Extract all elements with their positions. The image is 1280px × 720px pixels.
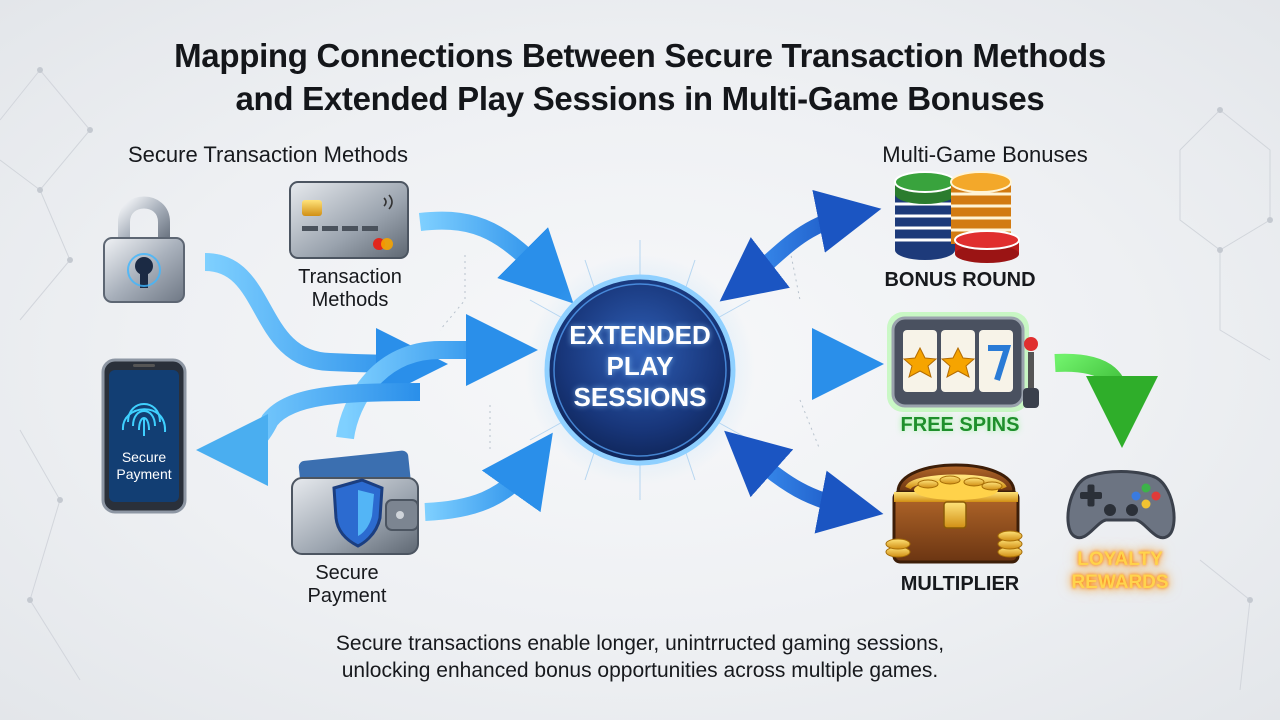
loyalty-line-2: REWARDS bbox=[1071, 572, 1169, 593]
bonus-round-label: BONUS ROUND bbox=[884, 269, 1036, 291]
secure-payment-line-2: Payment bbox=[307, 585, 387, 607]
slot-machine-icon bbox=[887, 312, 1039, 412]
hub-circle bbox=[525, 255, 755, 485]
secure-payment-label: Secure Payment bbox=[272, 562, 422, 608]
arrow-wallet-to-hub bbox=[336, 314, 538, 440]
gamepad-icon bbox=[1066, 470, 1176, 540]
transaction-methods-line-1: Transaction bbox=[298, 266, 402, 288]
arrow-hub-multiplier bbox=[724, 430, 884, 534]
phone-label: Secure Payment bbox=[103, 449, 185, 483]
phone-label-line-2: Payment bbox=[116, 466, 172, 482]
arrow-hub-to-phone bbox=[196, 383, 421, 486]
arrow-free-spins-loyalty bbox=[1054, 353, 1158, 448]
hub-label: EXTENDED PLAY SESSIONS bbox=[545, 320, 735, 413]
phone-label-line-1: Secure bbox=[121, 449, 167, 465]
left-section-heading: Secure Transaction Methods bbox=[127, 142, 409, 167]
arrow-hub-bonus-round bbox=[719, 189, 882, 302]
hub-line-2: PLAY bbox=[606, 351, 674, 381]
footer-line-1: Secure transactions enable longer, unint… bbox=[335, 632, 945, 655]
page-title: Mapping Connections Between Secure Trans… bbox=[40, 34, 1240, 120]
hub-line-1: EXTENDED bbox=[569, 320, 711, 350]
treasure-chest-icon bbox=[885, 463, 1023, 564]
arrow-card-to-hub bbox=[418, 211, 574, 304]
smartphone-fingerprint-icon bbox=[101, 358, 187, 514]
transaction-methods-label: Transaction Methods bbox=[270, 266, 430, 312]
right-section-heading: Multi-Game Bonuses bbox=[882, 142, 1088, 167]
padlock-icon bbox=[103, 196, 185, 303]
title-line-2: and Extended Play Sessions in Multi-Game… bbox=[235, 80, 1045, 117]
poker-chips-icon bbox=[894, 171, 1020, 263]
secure-payment-line-1: Secure bbox=[315, 562, 379, 584]
loyalty-line-1: LOYALTY bbox=[1077, 549, 1163, 570]
footer-line-2: unlocking enhanced bonus opportunities a… bbox=[341, 659, 939, 682]
free-spins-label: FREE SPINS bbox=[900, 414, 1020, 436]
loyalty-rewards-label: LOYALTY REWARDS bbox=[1050, 548, 1190, 594]
arrow-wallet-lower-to-hub bbox=[424, 432, 553, 521]
multiplier-label: MULTIPLIER bbox=[900, 573, 1020, 595]
title-line-1: Mapping Connections Between Secure Trans… bbox=[174, 37, 1106, 74]
footer-caption: Secure transactions enable longer, unint… bbox=[140, 630, 1140, 684]
shield-wallet-icon bbox=[291, 450, 419, 555]
transaction-methods-line-2: Methods bbox=[311, 289, 389, 311]
hub-line-3: SESSIONS bbox=[573, 382, 707, 412]
credit-card-icon bbox=[289, 181, 409, 259]
